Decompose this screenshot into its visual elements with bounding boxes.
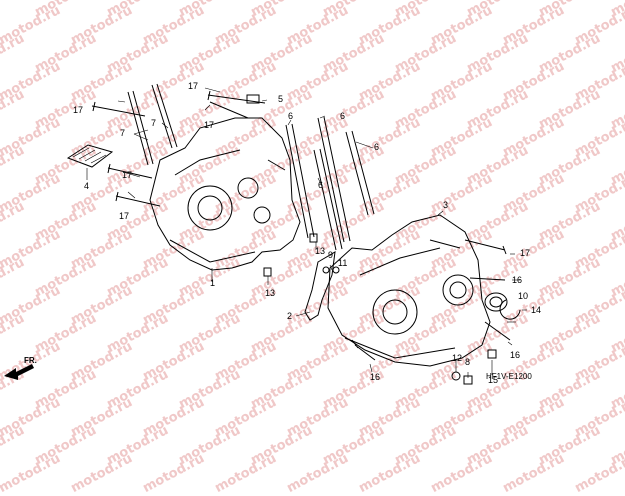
callout-9: 9 [328, 250, 333, 260]
leader-lines [86, 87, 527, 378]
stud [151, 83, 178, 149]
dowel [263, 267, 272, 277]
gasket [304, 251, 336, 321]
stud [127, 90, 154, 166]
callout-3: 3 [443, 200, 448, 210]
callout-17: 17 [188, 81, 198, 91]
callout-8: 8 [465, 357, 470, 367]
callout-16: 16 [370, 372, 380, 382]
callout-7: 7 [151, 118, 156, 128]
bolt [207, 90, 266, 104]
callout-16: 16 [512, 275, 522, 285]
callout-5: 5 [278, 94, 283, 104]
callout-17: 17 [73, 105, 83, 115]
callout-17: 17 [204, 120, 214, 130]
stud [345, 130, 375, 216]
callout-1: 1 [210, 278, 215, 288]
callout-6: 6 [374, 142, 379, 152]
front-arrow [4, 364, 34, 380]
callout-11: 11 [338, 258, 347, 268]
stud [313, 148, 343, 251]
bolt [351, 339, 376, 361]
callout-2: 2 [287, 311, 292, 321]
small-part [332, 266, 340, 274]
stud [317, 116, 351, 243]
callout-7: 7 [120, 128, 125, 138]
callout-15: 15 [488, 375, 498, 385]
fitting [246, 94, 260, 104]
front-marker: FR. [24, 356, 37, 365]
left-crankcase [149, 117, 301, 271]
oil-seal [484, 292, 508, 312]
callout-17: 17 [520, 248, 530, 258]
bolt [107, 163, 153, 179]
callout-6: 6 [340, 111, 345, 121]
drain-bolt [487, 349, 497, 359]
callout-17: 17 [122, 170, 132, 180]
callout-6: 6 [318, 180, 323, 190]
callout-14: 14 [531, 305, 541, 315]
dowel [309, 233, 318, 243]
callout-layer: 1234566667789101112131314151616161717171… [73, 81, 541, 385]
callout-13: 13 [265, 288, 275, 298]
bolt [91, 101, 146, 117]
callout-12: 12 [452, 353, 462, 363]
washer [451, 371, 461, 381]
bolt [209, 101, 249, 119]
callout-4: 4 [84, 181, 89, 191]
callout-16: 16 [510, 350, 520, 360]
stud [285, 123, 315, 239]
callout-10: 10 [518, 291, 528, 301]
diagram-code: HF1V-E1200 [486, 372, 532, 381]
exploded-view: 1234566667789101112131314151616161717171… [4, 81, 541, 385]
callout-6: 6 [288, 111, 293, 121]
bolt [464, 239, 507, 255]
right-crankcase [327, 214, 491, 367]
small-part [322, 266, 330, 274]
circlip [499, 299, 521, 320]
callout-17: 17 [119, 211, 129, 221]
bolt [484, 321, 511, 341]
bolt [469, 277, 506, 281]
gasket-plate [66, 144, 114, 168]
callout-13: 13 [315, 246, 325, 256]
bolt [115, 191, 161, 207]
